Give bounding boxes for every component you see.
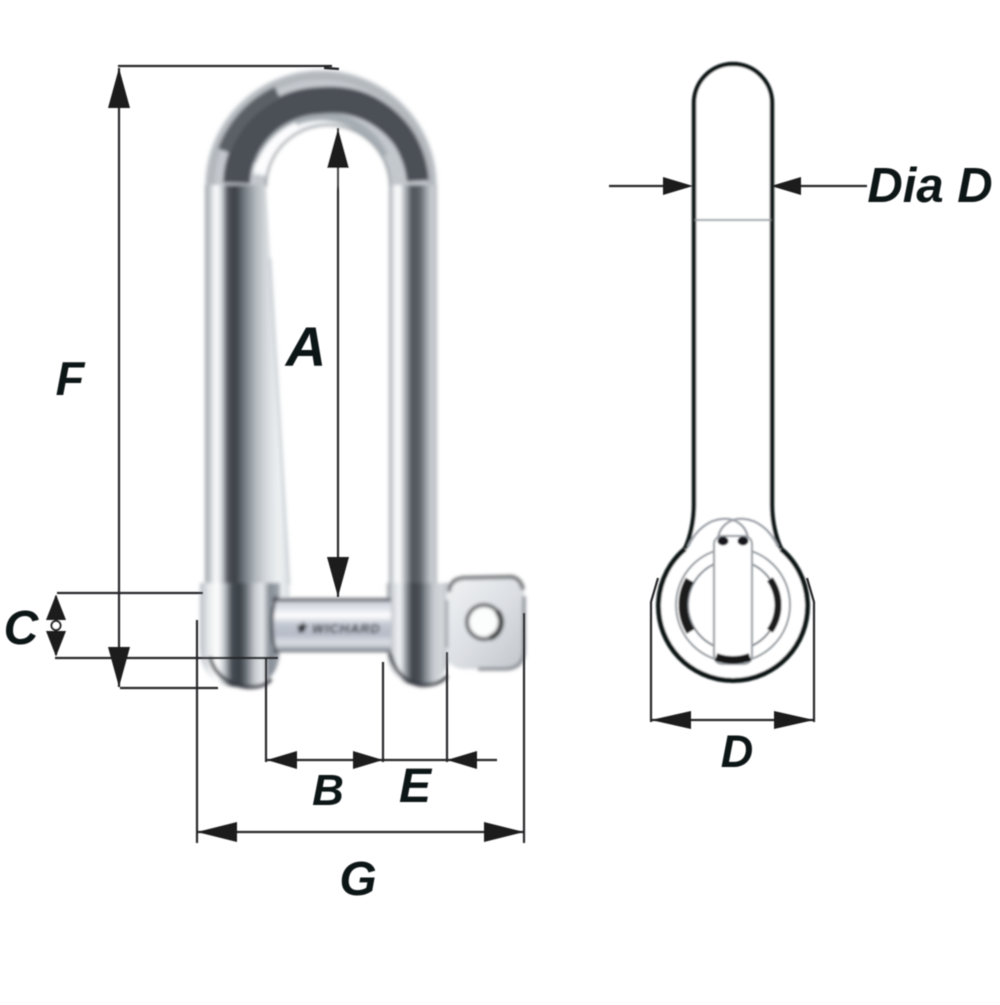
svg-text:WICHARD: WICHARD [312, 621, 380, 636]
svg-text:E: E [399, 760, 433, 813]
svg-text:A: A [284, 315, 326, 378]
svg-text:Dia D: Dia D [867, 159, 992, 213]
svg-text:D: D [721, 726, 754, 777]
svg-text:G: G [339, 853, 376, 906]
svg-text:⚜: ⚜ [294, 620, 308, 637]
svg-text:C: C [4, 602, 40, 655]
svg-text:F: F [56, 352, 86, 405]
svg-text:B: B [312, 766, 344, 815]
